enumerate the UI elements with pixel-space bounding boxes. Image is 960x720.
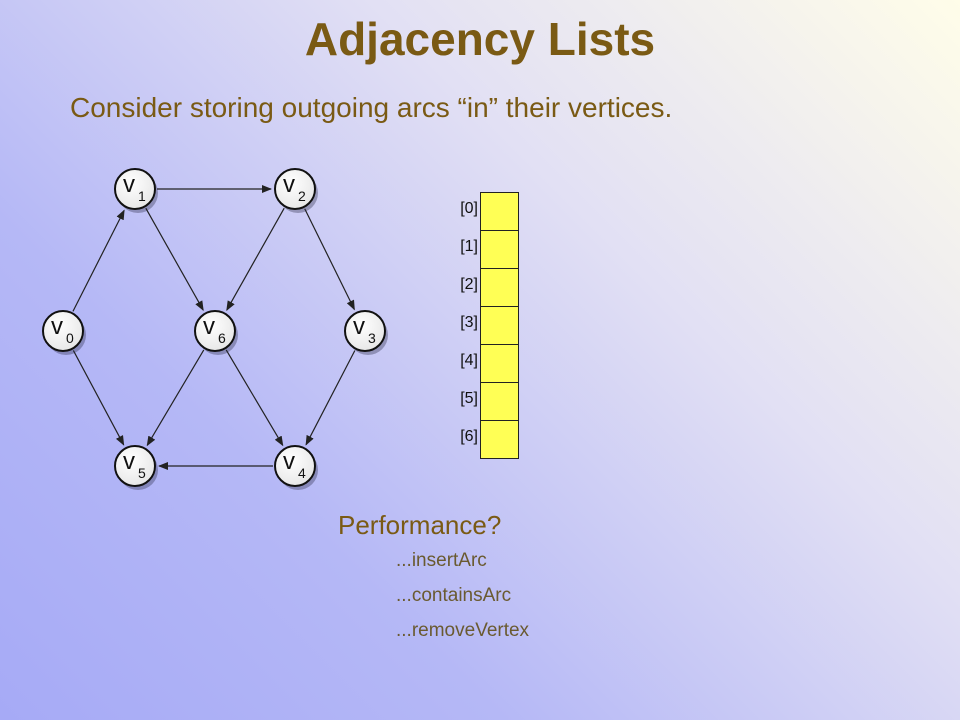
vertex-subscript: 3	[368, 330, 376, 346]
performance-item: ...removeVertex	[396, 620, 530, 641]
vertex-circle	[194, 310, 236, 352]
array-index-label: [2]	[460, 276, 478, 293]
arcs-layer	[72, 185, 356, 470]
arc-v3-v4	[305, 350, 356, 446]
array-index-label: [5]	[460, 390, 478, 407]
array-cell	[480, 306, 519, 345]
vertex-label: v	[283, 171, 295, 198]
array-index-label: [1]	[460, 238, 478, 255]
vertex-subscript: 2	[298, 188, 306, 204]
arc-v6-v5	[146, 349, 205, 447]
vertex-subscript: 0	[66, 330, 74, 346]
vertex-label: v	[51, 313, 63, 340]
array-cell	[480, 230, 519, 269]
performance-item: ...insertArc	[396, 550, 487, 571]
arc-v6-v4	[225, 349, 284, 447]
vertex-circle	[344, 310, 386, 352]
vertex-circle	[42, 310, 84, 352]
performance-item: ...containsArc	[396, 585, 512, 606]
arc-v2-v3	[304, 208, 355, 311]
array-cell	[480, 344, 519, 383]
performance-heading: Performance?	[338, 510, 502, 540]
array-index-label: [4]	[460, 352, 478, 369]
vertex-label: v	[203, 313, 215, 340]
slide-subtitle: Consider storing outgoing arcs “in” thei…	[70, 92, 673, 123]
arc-v0-v1	[72, 209, 125, 312]
vertex-circle	[274, 445, 316, 487]
performance-list: ...insertArc ...containsArc ...removeVer…	[396, 548, 529, 653]
array-cell	[480, 382, 519, 421]
vertex-circle	[114, 168, 156, 210]
vertex-label: v	[283, 448, 295, 475]
array-cell	[480, 192, 519, 231]
arc-v2-v6	[226, 207, 285, 311]
array-index-label: [0]	[460, 200, 478, 217]
arc-v0-v5	[72, 350, 125, 446]
vertex-circle	[114, 445, 156, 487]
vertex-subscript: 1	[138, 188, 146, 204]
array-index-label: [6]	[460, 428, 478, 445]
vertex-label: v	[123, 448, 135, 475]
vertex-subscript: 5	[138, 465, 146, 481]
vertex-subscript: 6	[218, 330, 226, 346]
array-cell	[480, 268, 519, 307]
array-cell	[480, 420, 519, 459]
vertex-subscript: 4	[298, 465, 306, 481]
slide-title: Adjacency Lists	[304, 13, 656, 65]
vertex-circle	[274, 168, 316, 210]
arc-v1-v6	[145, 207, 204, 311]
vertex-label: v	[353, 313, 365, 340]
vertex-label: v	[123, 171, 135, 198]
array-index-label: [3]	[460, 314, 478, 331]
